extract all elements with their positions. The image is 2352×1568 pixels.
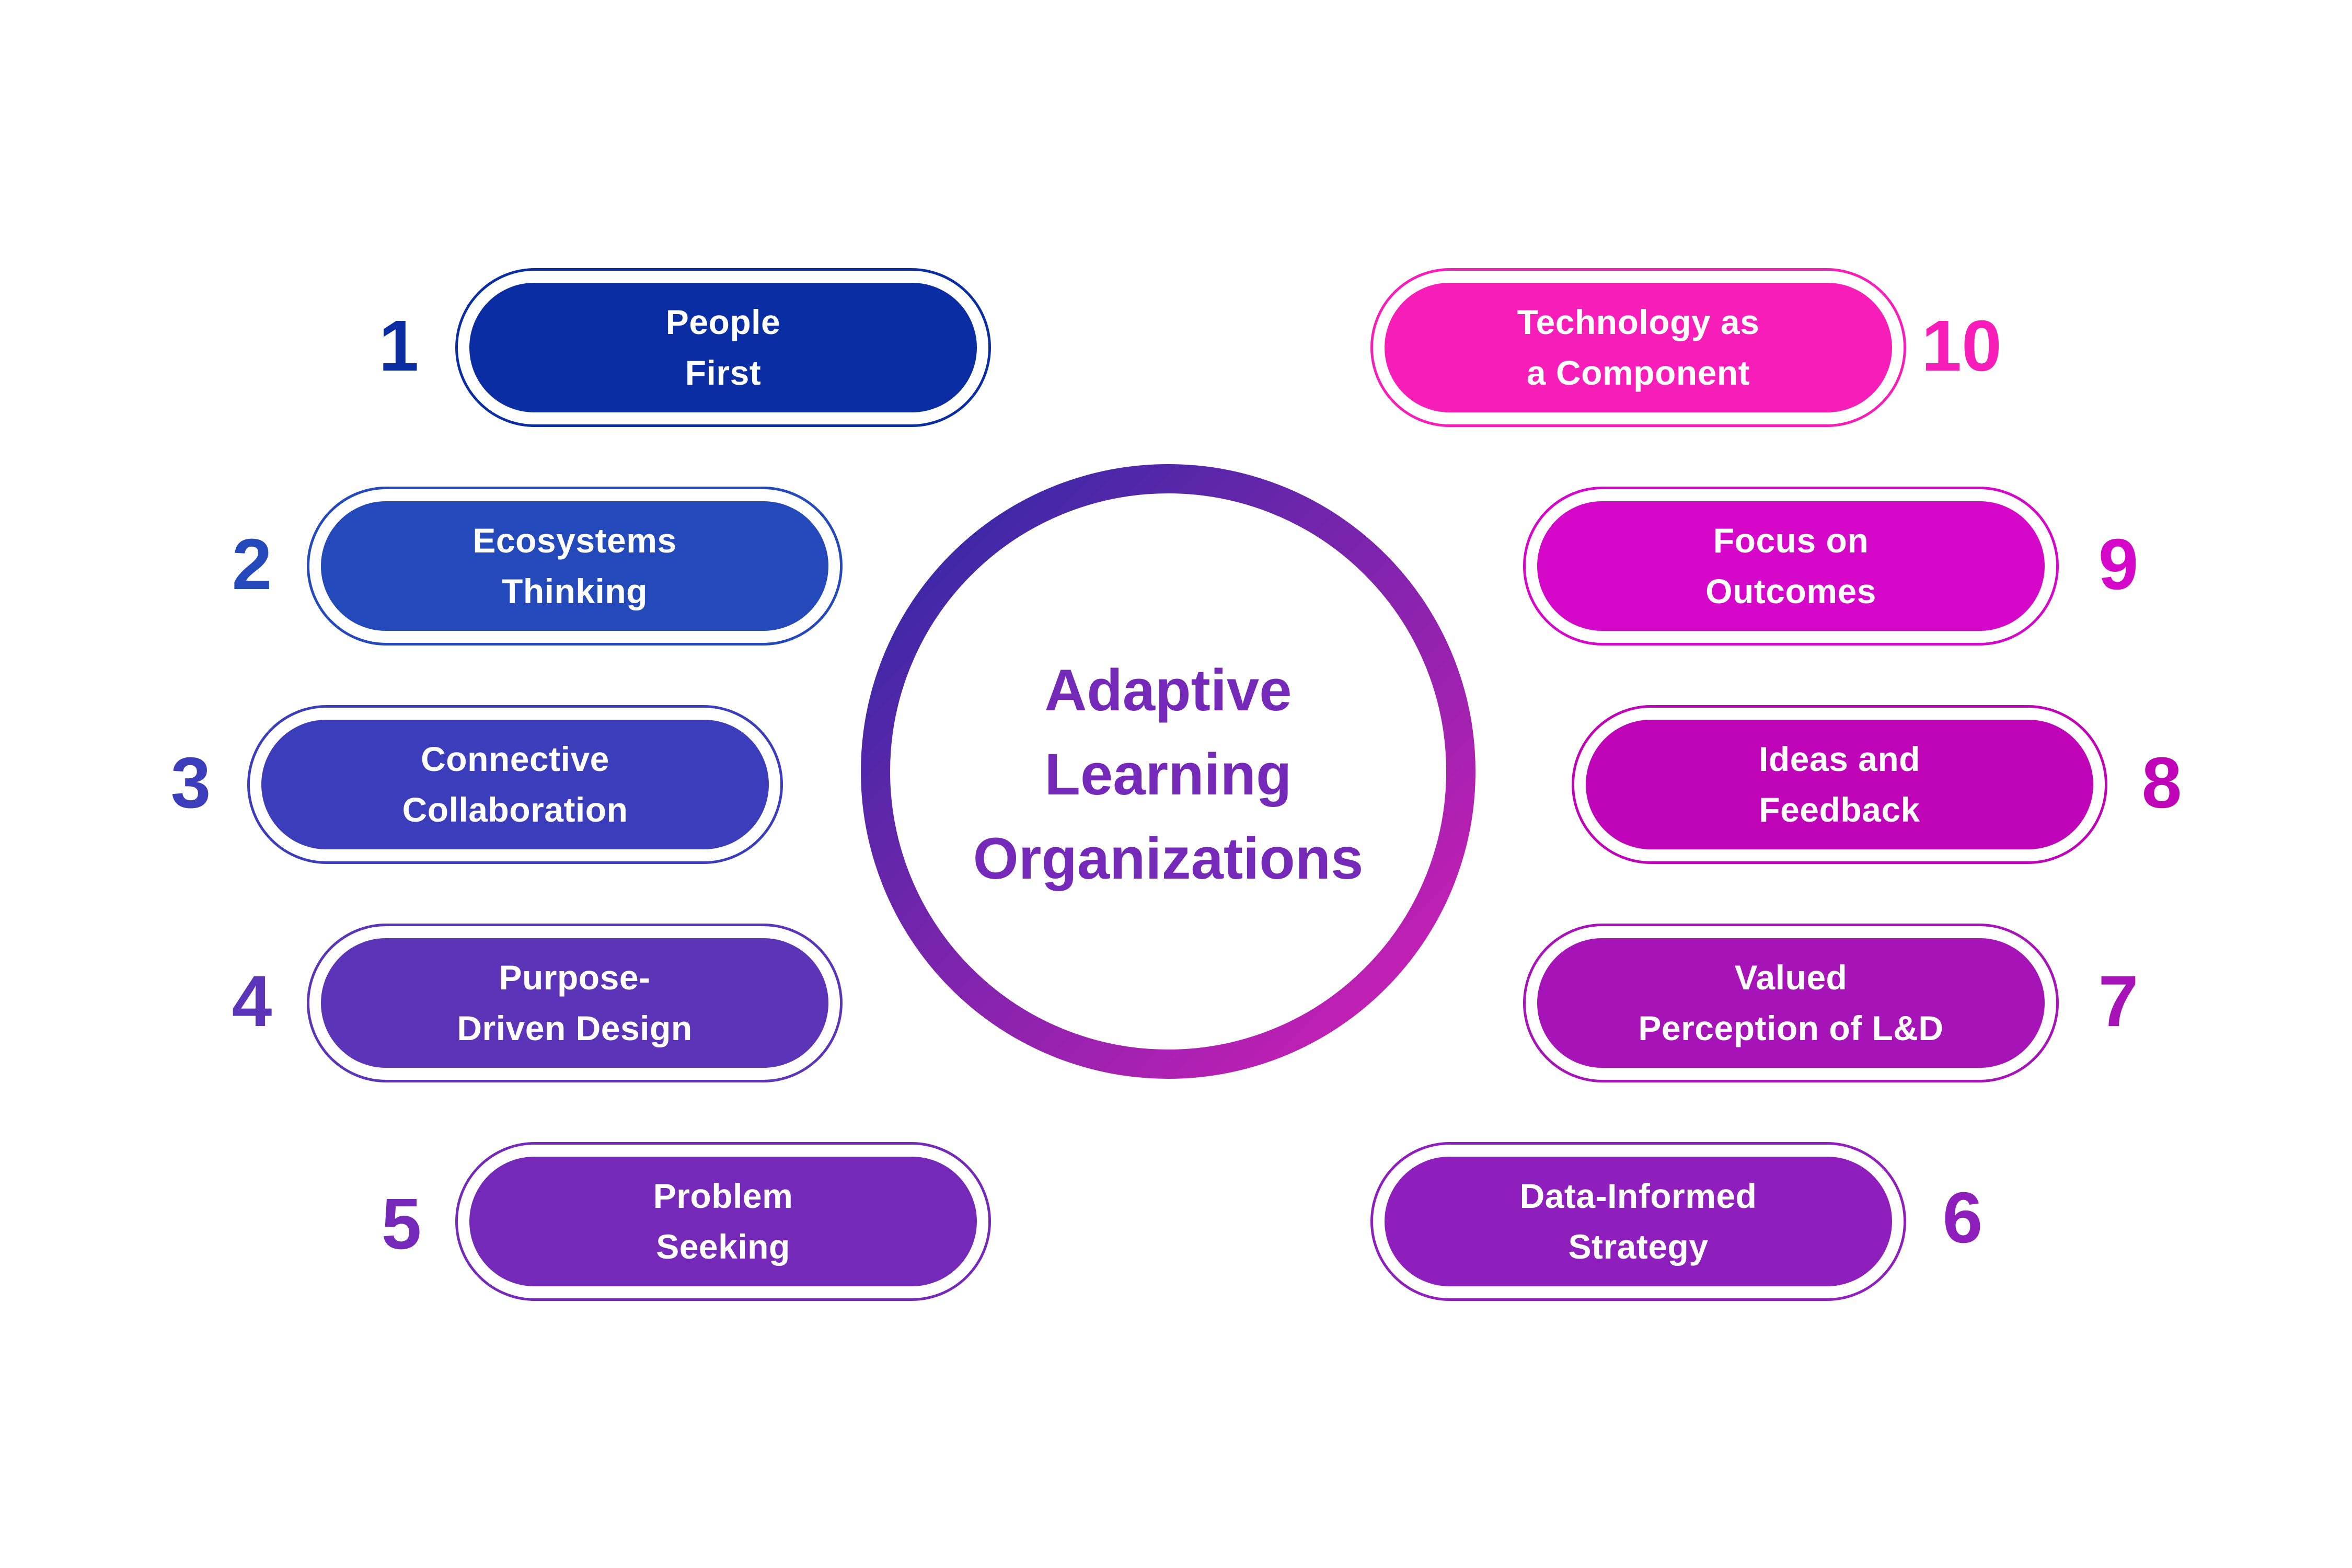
- item-pill-fill: Ecosystems Thinking: [321, 501, 828, 631]
- item-number-2: 2: [232, 524, 272, 605]
- item-label-line-2: Perception of L&D: [1638, 1009, 1944, 1047]
- item-pill-3: Connective Collaboration: [247, 705, 783, 864]
- item-label-line-1: Valued: [1734, 958, 1848, 997]
- item-pill-fill: Valued Perception of L&D: [1537, 938, 2045, 1068]
- item-number-3: 3: [170, 743, 211, 823]
- item-pill-fill: Technology as a Component: [1385, 283, 1892, 412]
- item-pill-fill: Data-Informed Strategy: [1385, 1157, 1892, 1286]
- item-pill-fill: Connective Collaboration: [261, 720, 769, 849]
- item-pill-9: Focus on Outcomes: [1523, 487, 2059, 645]
- hub-title: Adaptive Learning Organizations: [907, 648, 1429, 901]
- item-number-4: 4: [232, 961, 272, 1042]
- item-number-7: 7: [2098, 961, 2139, 1042]
- item-label-line-1: Purpose-: [499, 958, 651, 997]
- item-label-line-1: Problem: [653, 1177, 793, 1215]
- item-pill-6: Data-Informed Strategy: [1370, 1142, 1906, 1301]
- hub-title-line-3: Organizations: [973, 826, 1364, 891]
- item-pill-8: Ideas and Feedback: [1572, 705, 2107, 864]
- item-label-line-2: Seeking: [656, 1227, 790, 1266]
- item-label-line-1: Focus on: [1713, 521, 1869, 560]
- item-pill-fill: People First: [469, 283, 977, 412]
- item-number-6: 6: [1942, 1178, 1983, 1258]
- item-label-line-2: Feedback: [1759, 790, 1920, 829]
- item-pill-10: Technology as a Component: [1370, 268, 1906, 427]
- item-pill-2: Ecosystems Thinking: [307, 487, 843, 645]
- item-pill-fill: Ideas and Feedback: [1586, 720, 2093, 849]
- item-label-line-2: First: [685, 353, 762, 392]
- item-number-5: 5: [381, 1184, 422, 1264]
- item-label-line-1: People: [665, 303, 781, 341]
- item-pill-4: Purpose- Driven Design: [307, 924, 843, 1082]
- item-label-line-2: Thinking: [502, 572, 648, 610]
- item-label-line-2: Driven Design: [457, 1009, 693, 1047]
- item-label-line-2: Outcomes: [1705, 572, 1876, 610]
- item-number-8: 8: [2141, 743, 2182, 823]
- item-pill-1: People First: [455, 268, 991, 427]
- item-pill-fill: Purpose- Driven Design: [321, 938, 828, 1068]
- item-label-line-1: Ecosystems: [472, 521, 677, 560]
- item-number-10: 10: [1921, 306, 2002, 386]
- item-label-line-1: Connective: [421, 740, 609, 778]
- item-pill-fill: Problem Seeking: [469, 1157, 977, 1286]
- item-pill-fill: Focus on Outcomes: [1537, 501, 2045, 631]
- item-pill-5: Problem Seeking: [455, 1142, 991, 1301]
- hub-title-line-1: Adaptive: [1044, 658, 1292, 723]
- item-label-line-2: Collaboration: [402, 790, 628, 829]
- item-label-line-2: Strategy: [1568, 1227, 1709, 1266]
- item-number-1: 1: [378, 306, 419, 386]
- item-label-line-2: a Component: [1526, 353, 1750, 392]
- item-label-line-1: Ideas and: [1759, 740, 1920, 778]
- item-label-line-1: Data-Informed: [1519, 1177, 1757, 1215]
- item-pill-7: Valued Perception of L&D: [1523, 924, 2059, 1082]
- hub-title-line-2: Learning: [1044, 742, 1292, 807]
- item-number-9: 9: [2098, 524, 2139, 605]
- item-label-line-1: Technology as: [1517, 303, 1760, 341]
